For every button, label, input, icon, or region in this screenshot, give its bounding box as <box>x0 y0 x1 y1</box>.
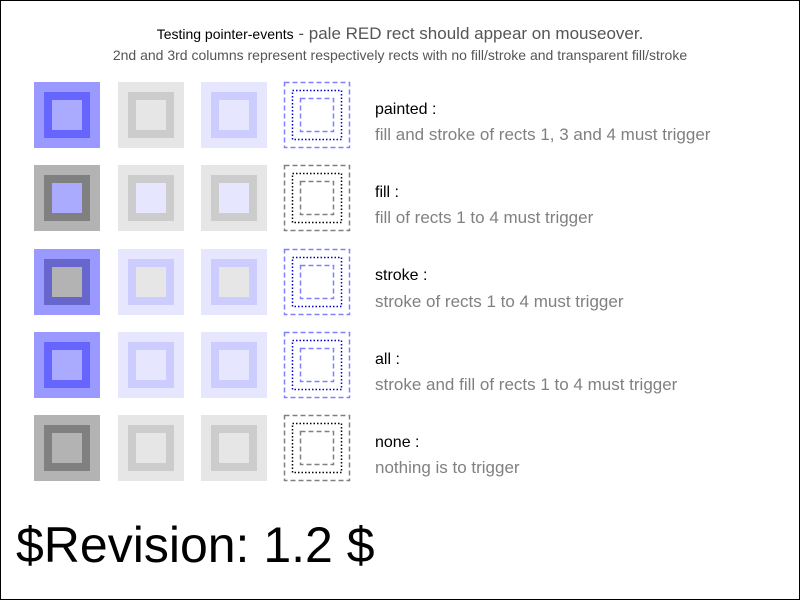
row-description-none: nothing is to trigger <box>375 458 520 477</box>
test-rect-none-col3-fill[interactable] <box>219 433 249 463</box>
row-label-none: none : <box>375 434 420 451</box>
page-subtitle: 2nd and 3rd columns represent respective… <box>112 47 688 63</box>
row-label-all: all : <box>375 351 400 368</box>
test-rect-fill-col4-inner[interactable] <box>299 180 335 216</box>
test-rect-fill-col2-fill[interactable] <box>136 183 166 213</box>
test-rect-fill-col4-dotted[interactable] <box>291 172 343 224</box>
test-rect-painted-col4-dotted[interactable] <box>291 89 343 141</box>
test-rect-painted-col2-fill[interactable] <box>136 100 166 130</box>
page-title: Testing pointer-events - pale RED rect s… <box>0 24 800 44</box>
test-rect-none-col4-inner[interactable] <box>299 430 335 466</box>
test-rect-none-col2-fill[interactable] <box>136 433 166 463</box>
row-label-stroke: stroke : <box>375 267 428 284</box>
test-rect-all-col4-inner[interactable] <box>299 347 335 383</box>
test-rect-fill-col3-fill[interactable] <box>219 183 249 213</box>
test-rect-fill-col4-outer[interactable] <box>283 164 351 232</box>
test-rect-stroke-col3-fill[interactable] <box>219 267 249 297</box>
row-description-painted: fill and stroke of rects 1, 3 and 4 must… <box>375 125 711 144</box>
row-label-painted: painted : <box>375 101 437 118</box>
test-rect-stroke-col4-outer[interactable] <box>283 248 351 316</box>
title-main: Testing pointer-events <box>156 26 294 42</box>
test-rect-painted-col4-inner[interactable] <box>299 97 335 133</box>
row-description-all: stroke and fill of rects 1 to 4 must tri… <box>375 375 678 394</box>
test-rect-stroke-col2-fill[interactable] <box>136 267 166 297</box>
test-rect-all-col4-dotted[interactable] <box>291 339 343 391</box>
test-rect-all-col2-fill[interactable] <box>136 350 166 380</box>
test-rect-fill-col1-fill[interactable] <box>52 183 82 213</box>
test-rect-none-col4-outer[interactable] <box>283 414 351 482</box>
test-rect-all-col4-outer[interactable] <box>283 331 351 399</box>
row-description-stroke: stroke of rects 1 to 4 must trigger <box>375 292 624 311</box>
test-rect-none-col1-fill[interactable] <box>52 433 82 463</box>
test-rect-stroke-col1-fill[interactable] <box>52 267 82 297</box>
test-rect-stroke-col4-inner[interactable] <box>299 264 335 300</box>
test-rect-painted-col4-outer[interactable] <box>283 81 351 149</box>
test-rect-none-col4-dotted[interactable] <box>291 422 343 474</box>
test-rect-painted-col3-fill[interactable] <box>219 100 249 130</box>
row-label-fill: fill : <box>375 184 399 201</box>
test-rect-all-col3-fill[interactable] <box>219 350 249 380</box>
test-rect-painted-col1-fill[interactable] <box>52 100 82 130</box>
test-rect-all-col1-fill[interactable] <box>52 350 82 380</box>
title-instruction: - pale RED rect should appear on mouseov… <box>293 24 644 43</box>
revision-text: $Revision: 1.2 $ <box>16 517 375 573</box>
row-description-fill: fill of rects 1 to 4 must trigger <box>375 208 594 227</box>
test-rect-stroke-col4-dotted[interactable] <box>291 256 343 308</box>
